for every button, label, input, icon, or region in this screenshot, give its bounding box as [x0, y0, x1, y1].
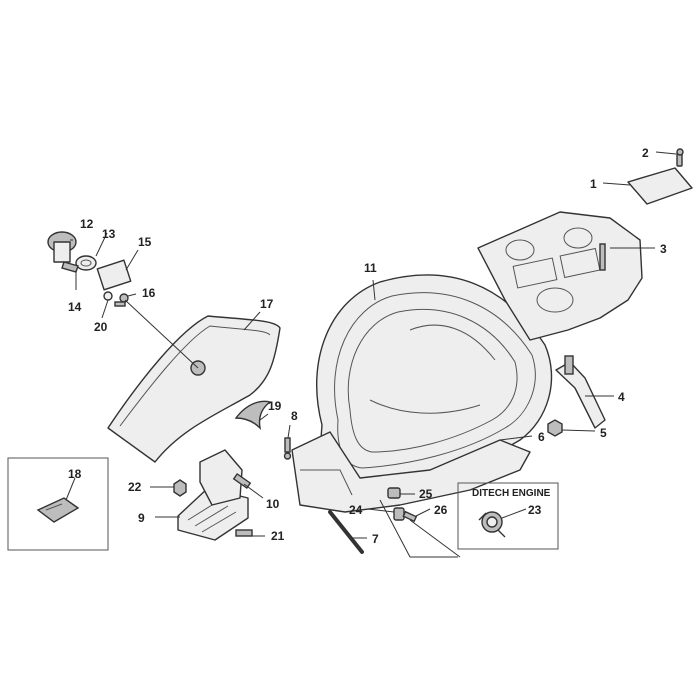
- callout-26: 26: [434, 503, 448, 517]
- part-8-screw: [283, 437, 292, 460]
- callout-22: 22: [128, 480, 142, 494]
- part-12-filler-cap: [47, 231, 77, 263]
- callout-3: 3: [660, 242, 667, 256]
- callout-12: 12: [80, 217, 94, 231]
- part-15-plate: [96, 259, 132, 291]
- callout-16: 16: [142, 286, 156, 300]
- callout-13: 13: [102, 227, 116, 241]
- callout-25: 25: [419, 487, 433, 501]
- callout-6: 6: [538, 430, 545, 444]
- part-17-floor-cover: [107, 315, 281, 463]
- callout-17: 17: [260, 297, 274, 311]
- part-22-nut: [173, 479, 187, 497]
- part-10-bolt: [232, 472, 252, 490]
- part-26-screw: [402, 510, 418, 523]
- part-2-screw: [676, 148, 684, 167]
- callout-23: 23: [528, 503, 542, 517]
- part-13-gasket: [75, 255, 97, 271]
- part-19-clip: [234, 400, 272, 431]
- callout-2: 2: [642, 146, 649, 160]
- part-7-rod: [328, 510, 364, 554]
- callout-15: 15: [138, 235, 152, 249]
- part-5-nut: [547, 419, 563, 437]
- callout-5: 5: [600, 426, 607, 440]
- callout-8: 8: [291, 409, 298, 423]
- callout-11: 11: [364, 261, 377, 275]
- part-6-lower-shell: [291, 431, 531, 513]
- part-25-fitting: [387, 487, 401, 499]
- part-1-cover-plate: [627, 167, 693, 205]
- callout-21: 21: [271, 529, 285, 543]
- ditech-engine-box: [457, 482, 559, 550]
- part-24-fitting: [393, 507, 405, 521]
- callout-4: 4: [618, 390, 625, 404]
- ditech-engine-label: DITECH ENGINE: [472, 488, 551, 499]
- part-18-clip: [36, 497, 80, 523]
- part-9-bracket: [199, 449, 243, 506]
- part-18-inset-box: [7, 457, 109, 551]
- callout-14: 14: [68, 300, 82, 314]
- callout-19: 19: [268, 399, 282, 413]
- part-3-rear-frame: [477, 211, 643, 341]
- callout-1: 1: [590, 177, 597, 191]
- part-21-bolt: [235, 529, 253, 537]
- part-4-bracket: [555, 355, 606, 429]
- callout-20: 20: [94, 320, 108, 334]
- part-20-washer: [103, 291, 113, 301]
- callout-7: 7: [372, 532, 379, 546]
- callout-18: 18: [68, 467, 82, 481]
- leader-lines: [65, 151, 677, 558]
- part-23-sensor: [478, 511, 506, 538]
- callout-labels: 1 2 3 4 5 6 7 8 9 10 11 12 13 14 15 16 1…: [68, 146, 667, 546]
- callout-24: 24: [349, 503, 363, 517]
- part-16-screw: [114, 293, 129, 307]
- callout-9: 9: [138, 511, 145, 525]
- callout-10: 10: [266, 497, 280, 511]
